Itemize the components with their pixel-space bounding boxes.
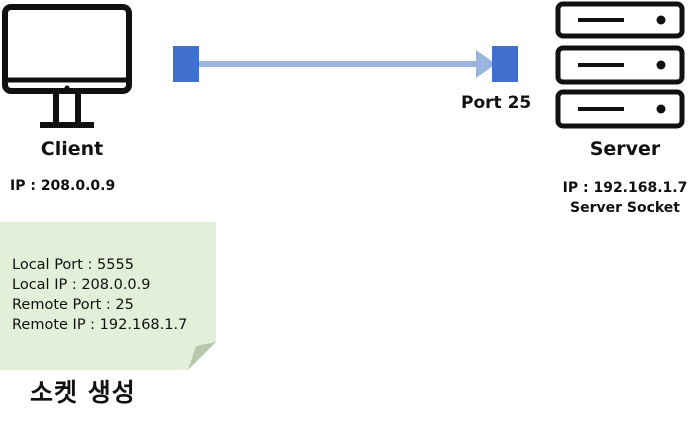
port-label: Port 25 (461, 93, 532, 113)
socket-info-note (0, 222, 216, 370)
caption: 소켓 생성 (30, 378, 136, 407)
client-socket-endpoint (173, 46, 199, 82)
client-title: Client (40, 138, 104, 160)
server-socket-label: Server Socket (569, 200, 680, 216)
local-port-line: Local Port : 5555 (12, 257, 134, 273)
remote-port-line: Remote Port : 25 (12, 297, 134, 313)
server-ip: IP : 192.168.1.7 (562, 180, 688, 196)
server-socket-endpoint (492, 46, 518, 82)
socket-info-lines: Local Port : 5555 Local IP : 208.0.0.9 R… (12, 255, 187, 335)
server-info: IP : 192.168.1.7 Server Socket (550, 178, 700, 218)
local-ip-line: Local IP : 208.0.0.9 (12, 277, 151, 293)
client-ip: IP : 208.0.0.9 (10, 178, 116, 194)
arrow-head (476, 50, 496, 78)
remote-ip-line: Remote IP : 192.168.1.7 (12, 317, 188, 333)
connection-arrow (173, 46, 518, 82)
server-rack-icon (555, 1, 685, 129)
server-title: Server (589, 138, 661, 160)
note-fold (188, 342, 216, 370)
monitor-icon (2, 4, 132, 128)
